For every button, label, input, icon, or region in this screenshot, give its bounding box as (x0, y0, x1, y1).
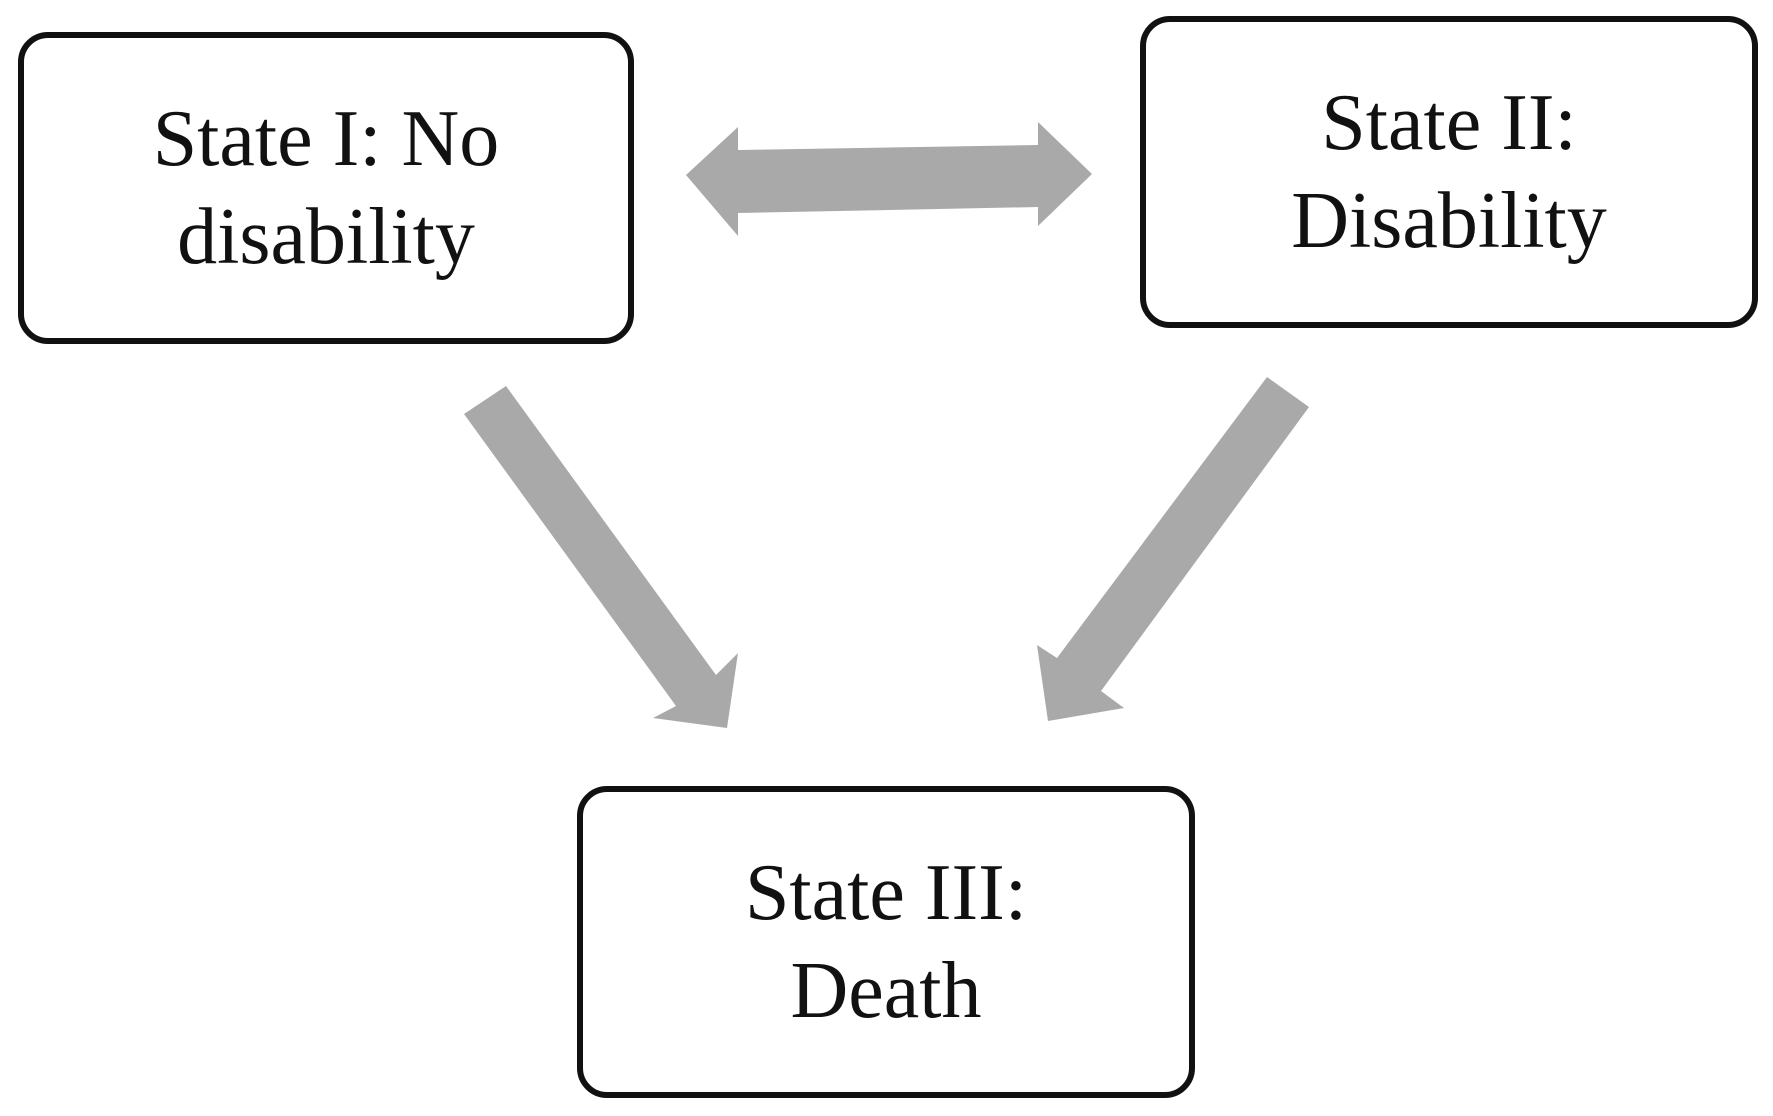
state-1-label-line-2: disability (177, 193, 475, 281)
state-2-box: State II: Disability (1140, 16, 1758, 328)
state-1-label-line-1: State I: No (152, 95, 500, 183)
state-3-box: State III: Death (577, 786, 1195, 1098)
state-2-label-line-1: State II: (1321, 79, 1577, 167)
state-1-box: State I: No disability (18, 32, 634, 344)
arrow-state2-to-state3 (1037, 377, 1309, 721)
state-3-label-line-2: Death (790, 947, 982, 1035)
state-3-label-line-1: State III: (744, 849, 1028, 937)
arrow-state1-state2-bidirectional (686, 122, 1092, 236)
state-2-label-line-2: Disability (1291, 177, 1607, 265)
arrow-state1-to-state3 (464, 386, 738, 728)
